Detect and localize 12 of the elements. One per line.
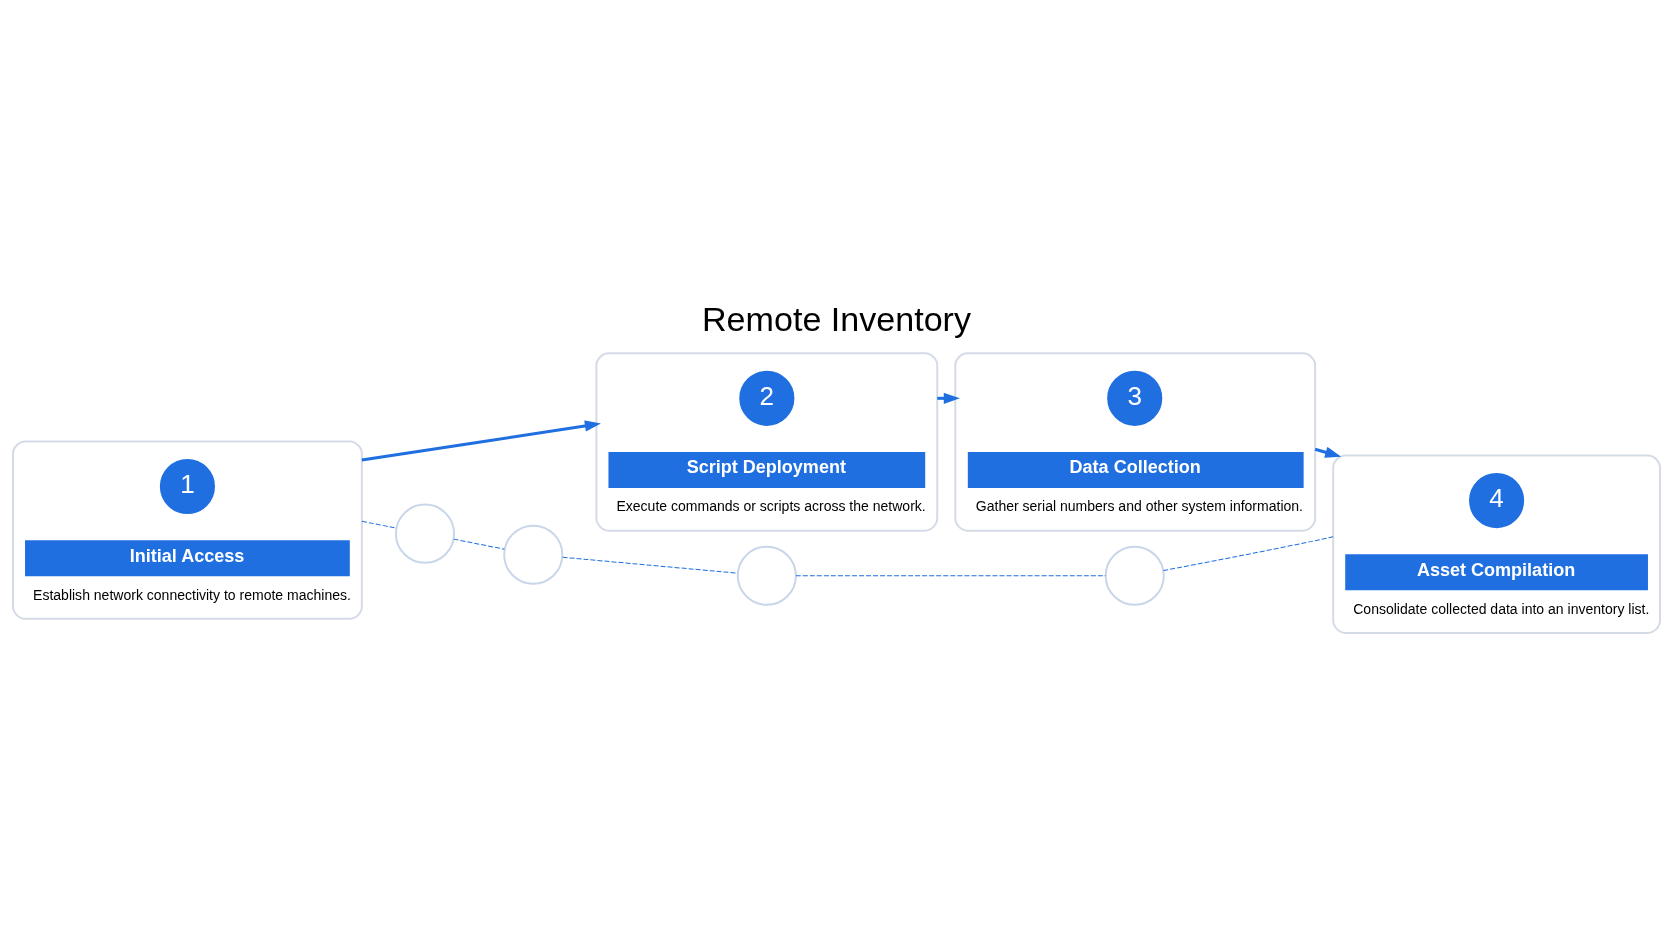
connector <box>452 538 505 550</box>
node-circle <box>736 545 797 606</box>
node-circle <box>502 524 563 585</box>
node-circle <box>1104 545 1165 606</box>
connector <box>1162 536 1334 572</box>
arrow <box>361 420 601 462</box>
connector <box>561 556 738 574</box>
connector <box>794 575 1106 577</box>
node-circle <box>394 503 455 564</box>
diagram-title: Remote Inventory <box>701 300 971 339</box>
arrow <box>1314 446 1341 458</box>
connector <box>360 520 397 529</box>
